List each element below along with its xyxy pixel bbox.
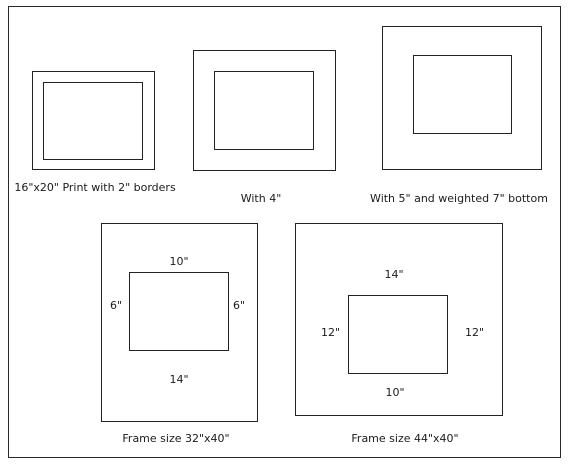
panel-2-caption: With 4" bbox=[240, 192, 282, 205]
panel-4-caption: Frame size 32"x40" bbox=[122, 432, 230, 445]
diagram-frame bbox=[8, 6, 561, 458]
panel-5-inner-print bbox=[348, 295, 448, 374]
panel-4-right-border-label: 6" bbox=[233, 299, 246, 312]
panel-5-outer-frame bbox=[295, 223, 503, 416]
panel-1-caption: 16"x20" Print with 2" borders bbox=[14, 181, 176, 194]
panel-1-outer-frame bbox=[32, 71, 155, 170]
panel-2-outer-frame bbox=[193, 50, 336, 171]
panel-5-caption: Frame size 44"x40" bbox=[351, 432, 459, 445]
panel-3-inner-print bbox=[413, 55, 512, 134]
panel-1-inner-print bbox=[43, 82, 143, 160]
panel-4-bottom-border-label: 14" bbox=[169, 373, 189, 386]
panel-4-outer-frame bbox=[101, 223, 258, 422]
panel-5-top-border-label: 14" bbox=[384, 268, 404, 281]
panel-4-left-border-label: 6" bbox=[110, 299, 123, 312]
panel-4-inner-print bbox=[129, 272, 229, 351]
panel-4-top-border-label: 10" bbox=[169, 255, 189, 268]
panel-5-bottom-border-label: 10" bbox=[385, 386, 405, 399]
panel-5-right-border-label: 12" bbox=[465, 326, 485, 339]
panel-3-outer-frame bbox=[382, 26, 542, 170]
panel-5-left-border-label: 12" bbox=[321, 326, 341, 339]
panel-3-caption: With 5" and weighted 7" bottom bbox=[370, 192, 548, 205]
panel-2-inner-print bbox=[214, 71, 314, 150]
